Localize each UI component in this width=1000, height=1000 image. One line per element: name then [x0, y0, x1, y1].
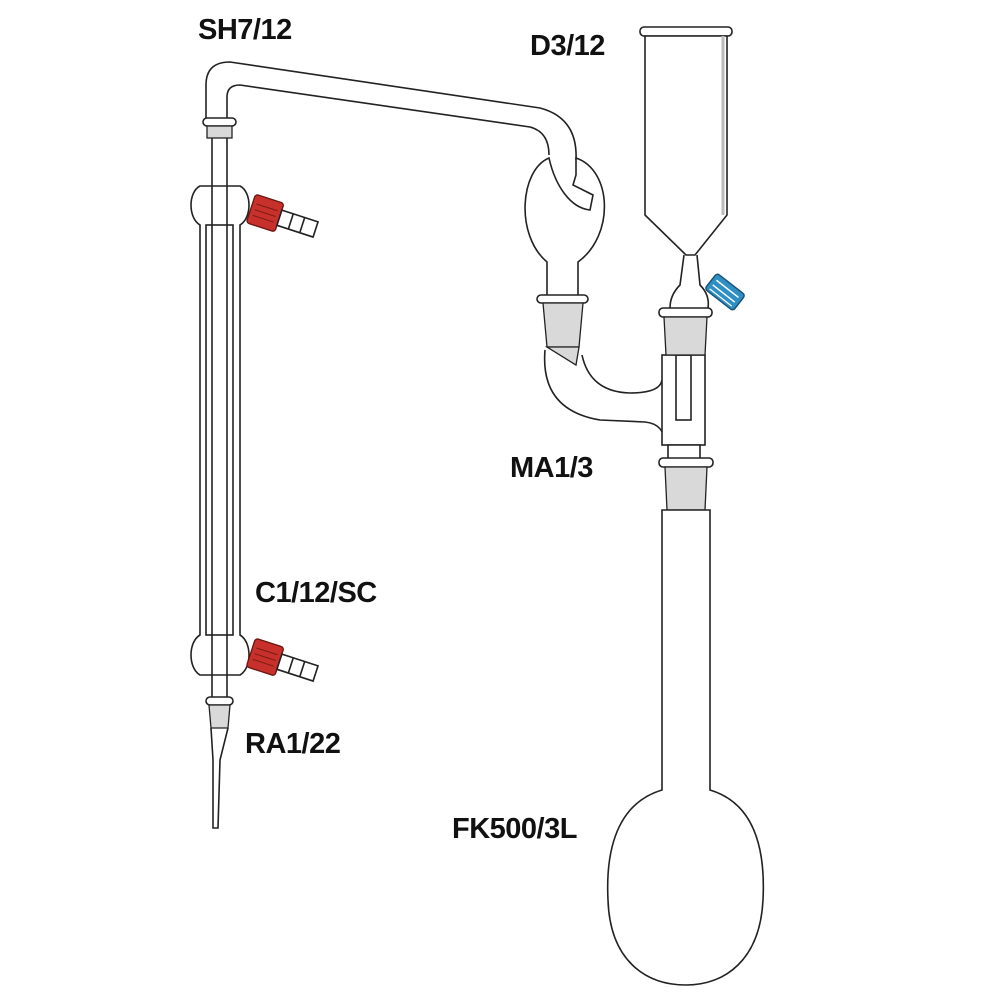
label-condenser: C1/12/SC	[255, 577, 377, 609]
condenser-joint	[202, 117, 237, 139]
coolant-inlet-upper[interactable]	[246, 194, 320, 244]
side-arm-tube	[543, 349, 666, 446]
label-multiple-adapter: MA1/3	[510, 452, 593, 484]
funnel-stopcock[interactable]	[705, 273, 746, 311]
receiver-adapter	[205, 696, 234, 829]
distillation-head	[205, 61, 606, 367]
label-distillation-head: SH7/12	[198, 14, 292, 46]
label-receiver-adapter: RA1/22	[245, 728, 341, 760]
round-bottom-flask	[606, 509, 765, 986]
coolant-outlet-lower[interactable]	[246, 638, 320, 688]
multiple-adapter	[658, 354, 714, 511]
label-flask: FK500/3L	[452, 813, 577, 845]
condenser	[190, 127, 250, 704]
dropping-funnel	[639, 26, 733, 356]
label-dropping-funnel: D3/12	[530, 30, 605, 62]
